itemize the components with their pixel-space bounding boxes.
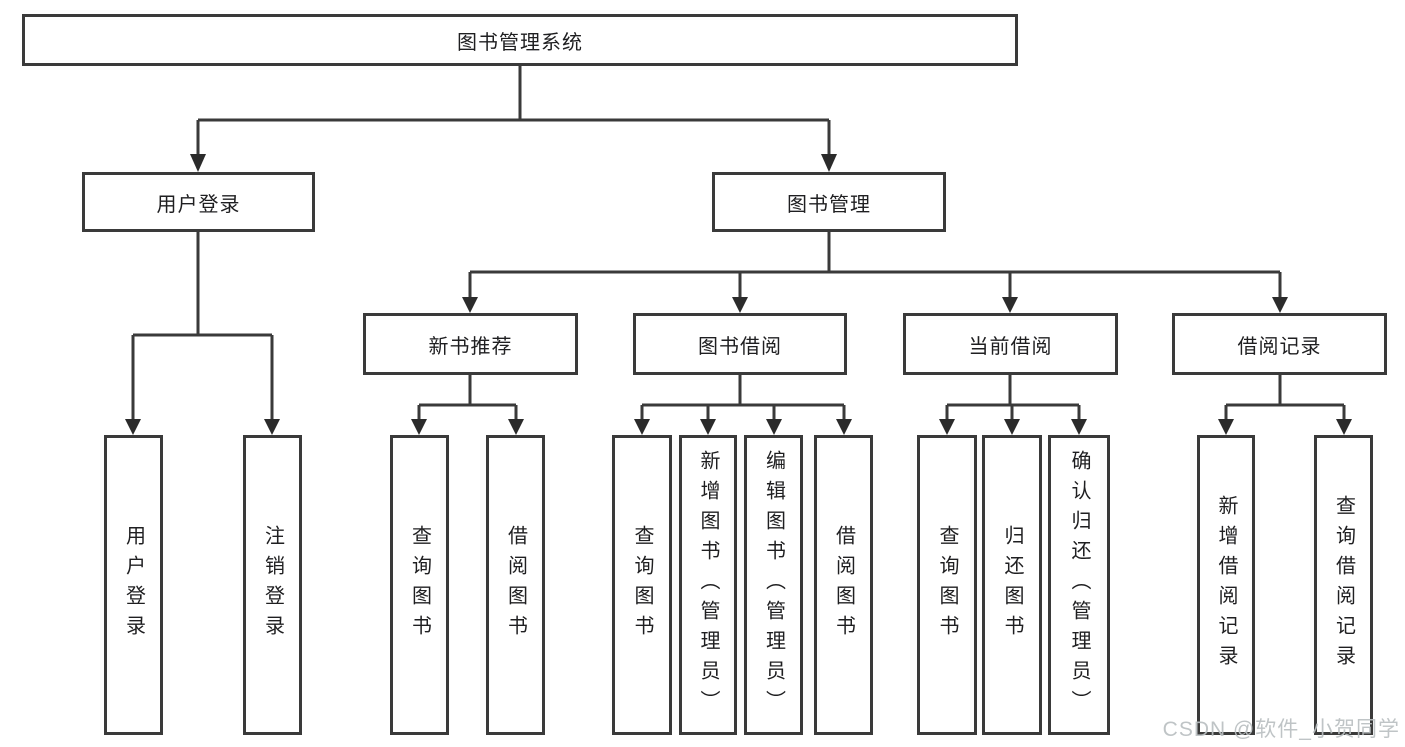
leaf-query-borrow-record: 查询借阅记录 — [1314, 435, 1373, 735]
leaf-user-login: 用户登录 — [104, 435, 163, 735]
leaf-return-book: 归还图书 — [982, 435, 1042, 735]
node-book-management: 图书管理 — [712, 172, 946, 232]
node-user-login: 用户登录 — [82, 172, 315, 232]
leaf-add-borrow-record: 新增借阅记录 — [1197, 435, 1255, 735]
leaf-query-book-recommend: 查询图书 — [390, 435, 449, 735]
leaf-borrow-book-recommend: 借阅图书 — [486, 435, 545, 735]
node-borrowing-records: 借阅记录 — [1172, 313, 1387, 375]
leaf-confirm-return-admin: 确认归还（管理员） — [1048, 435, 1110, 735]
node-current-borrowing: 当前借阅 — [903, 313, 1118, 375]
node-new-book-recommend: 新书推荐 — [363, 313, 578, 375]
leaf-edit-book-admin: 编辑图书（管理员） — [744, 435, 803, 735]
node-root: 图书管理系统 — [22, 14, 1018, 66]
leaf-borrow-book-borrowing: 借阅图书 — [814, 435, 873, 735]
leaf-query-book-borrowing: 查询图书 — [612, 435, 672, 735]
leaf-query-book-current: 查询图书 — [917, 435, 977, 735]
arrowheads — [125, 154, 1352, 435]
leaf-add-book-admin: 新增图书（管理员） — [679, 435, 737, 735]
leaf-logout: 注销登录 — [243, 435, 302, 735]
node-book-borrowing: 图书借阅 — [633, 313, 847, 375]
